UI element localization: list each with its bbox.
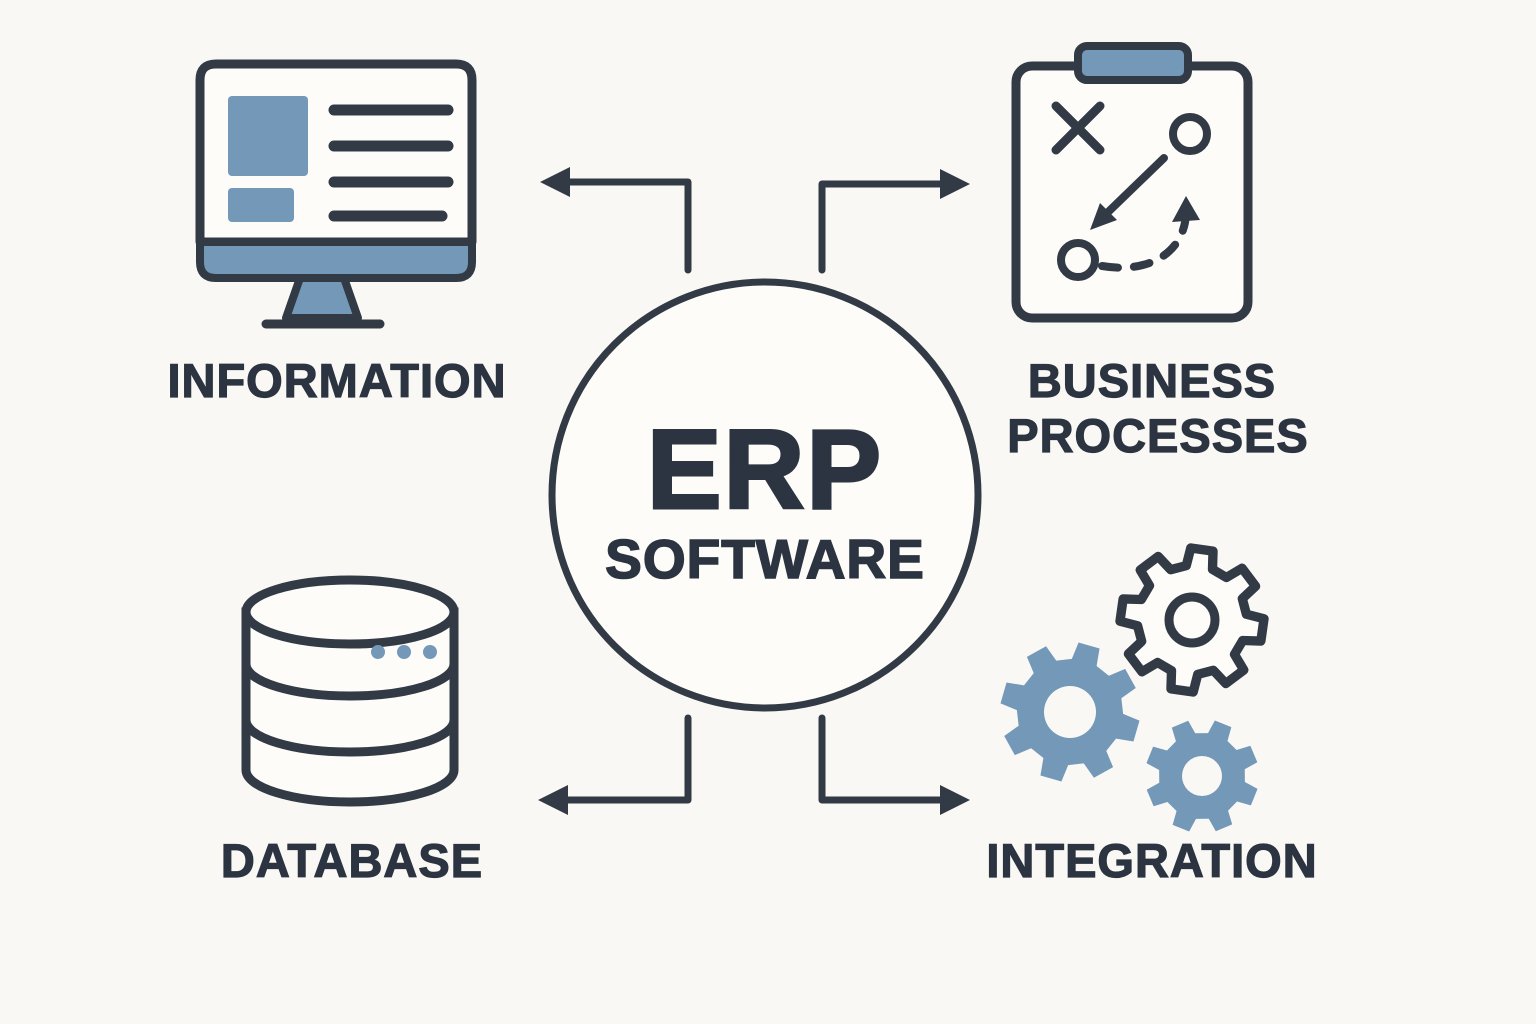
clipboard-node-circle-top <box>1169 113 1211 155</box>
arrow-to-information <box>540 167 692 274</box>
monitor-icon <box>195 59 477 329</box>
arrow-to-integration <box>818 714 970 815</box>
erp-subtitle: SOFTWARE <box>605 528 925 590</box>
monitor-image-block-small <box>228 188 294 222</box>
label-information: INFORMATION <box>167 354 506 407</box>
strategy-clipboard-icon <box>1011 42 1253 323</box>
label-processes: PROCESSES <box>1007 409 1309 462</box>
database-icon <box>241 575 459 807</box>
clipboard-curved-arrow <box>1098 210 1190 272</box>
erp-center-node: ERP SOFTWARE <box>548 278 982 712</box>
monitor-image-block <box>228 96 308 176</box>
arrow-to-business-processes <box>818 169 970 274</box>
monitor-text-lines <box>328 104 454 222</box>
clipboard-node-circle-bottom <box>1057 239 1099 281</box>
clipboard-x-mark <box>1051 101 1105 155</box>
clipboard-diagonal-arrow <box>1100 154 1168 220</box>
label-integration: INTEGRATION <box>986 834 1317 887</box>
database-dots <box>371 645 437 659</box>
monitor-stand <box>282 274 362 322</box>
label-business: BUSINESS <box>1028 354 1276 407</box>
erp-circle <box>548 278 982 712</box>
arrow-to-database <box>538 714 692 815</box>
erp-title: ERP <box>647 407 883 532</box>
clipboard-clip <box>1074 42 1192 84</box>
label-database: DATABASE <box>221 834 483 887</box>
gears-icon <box>984 540 1275 850</box>
